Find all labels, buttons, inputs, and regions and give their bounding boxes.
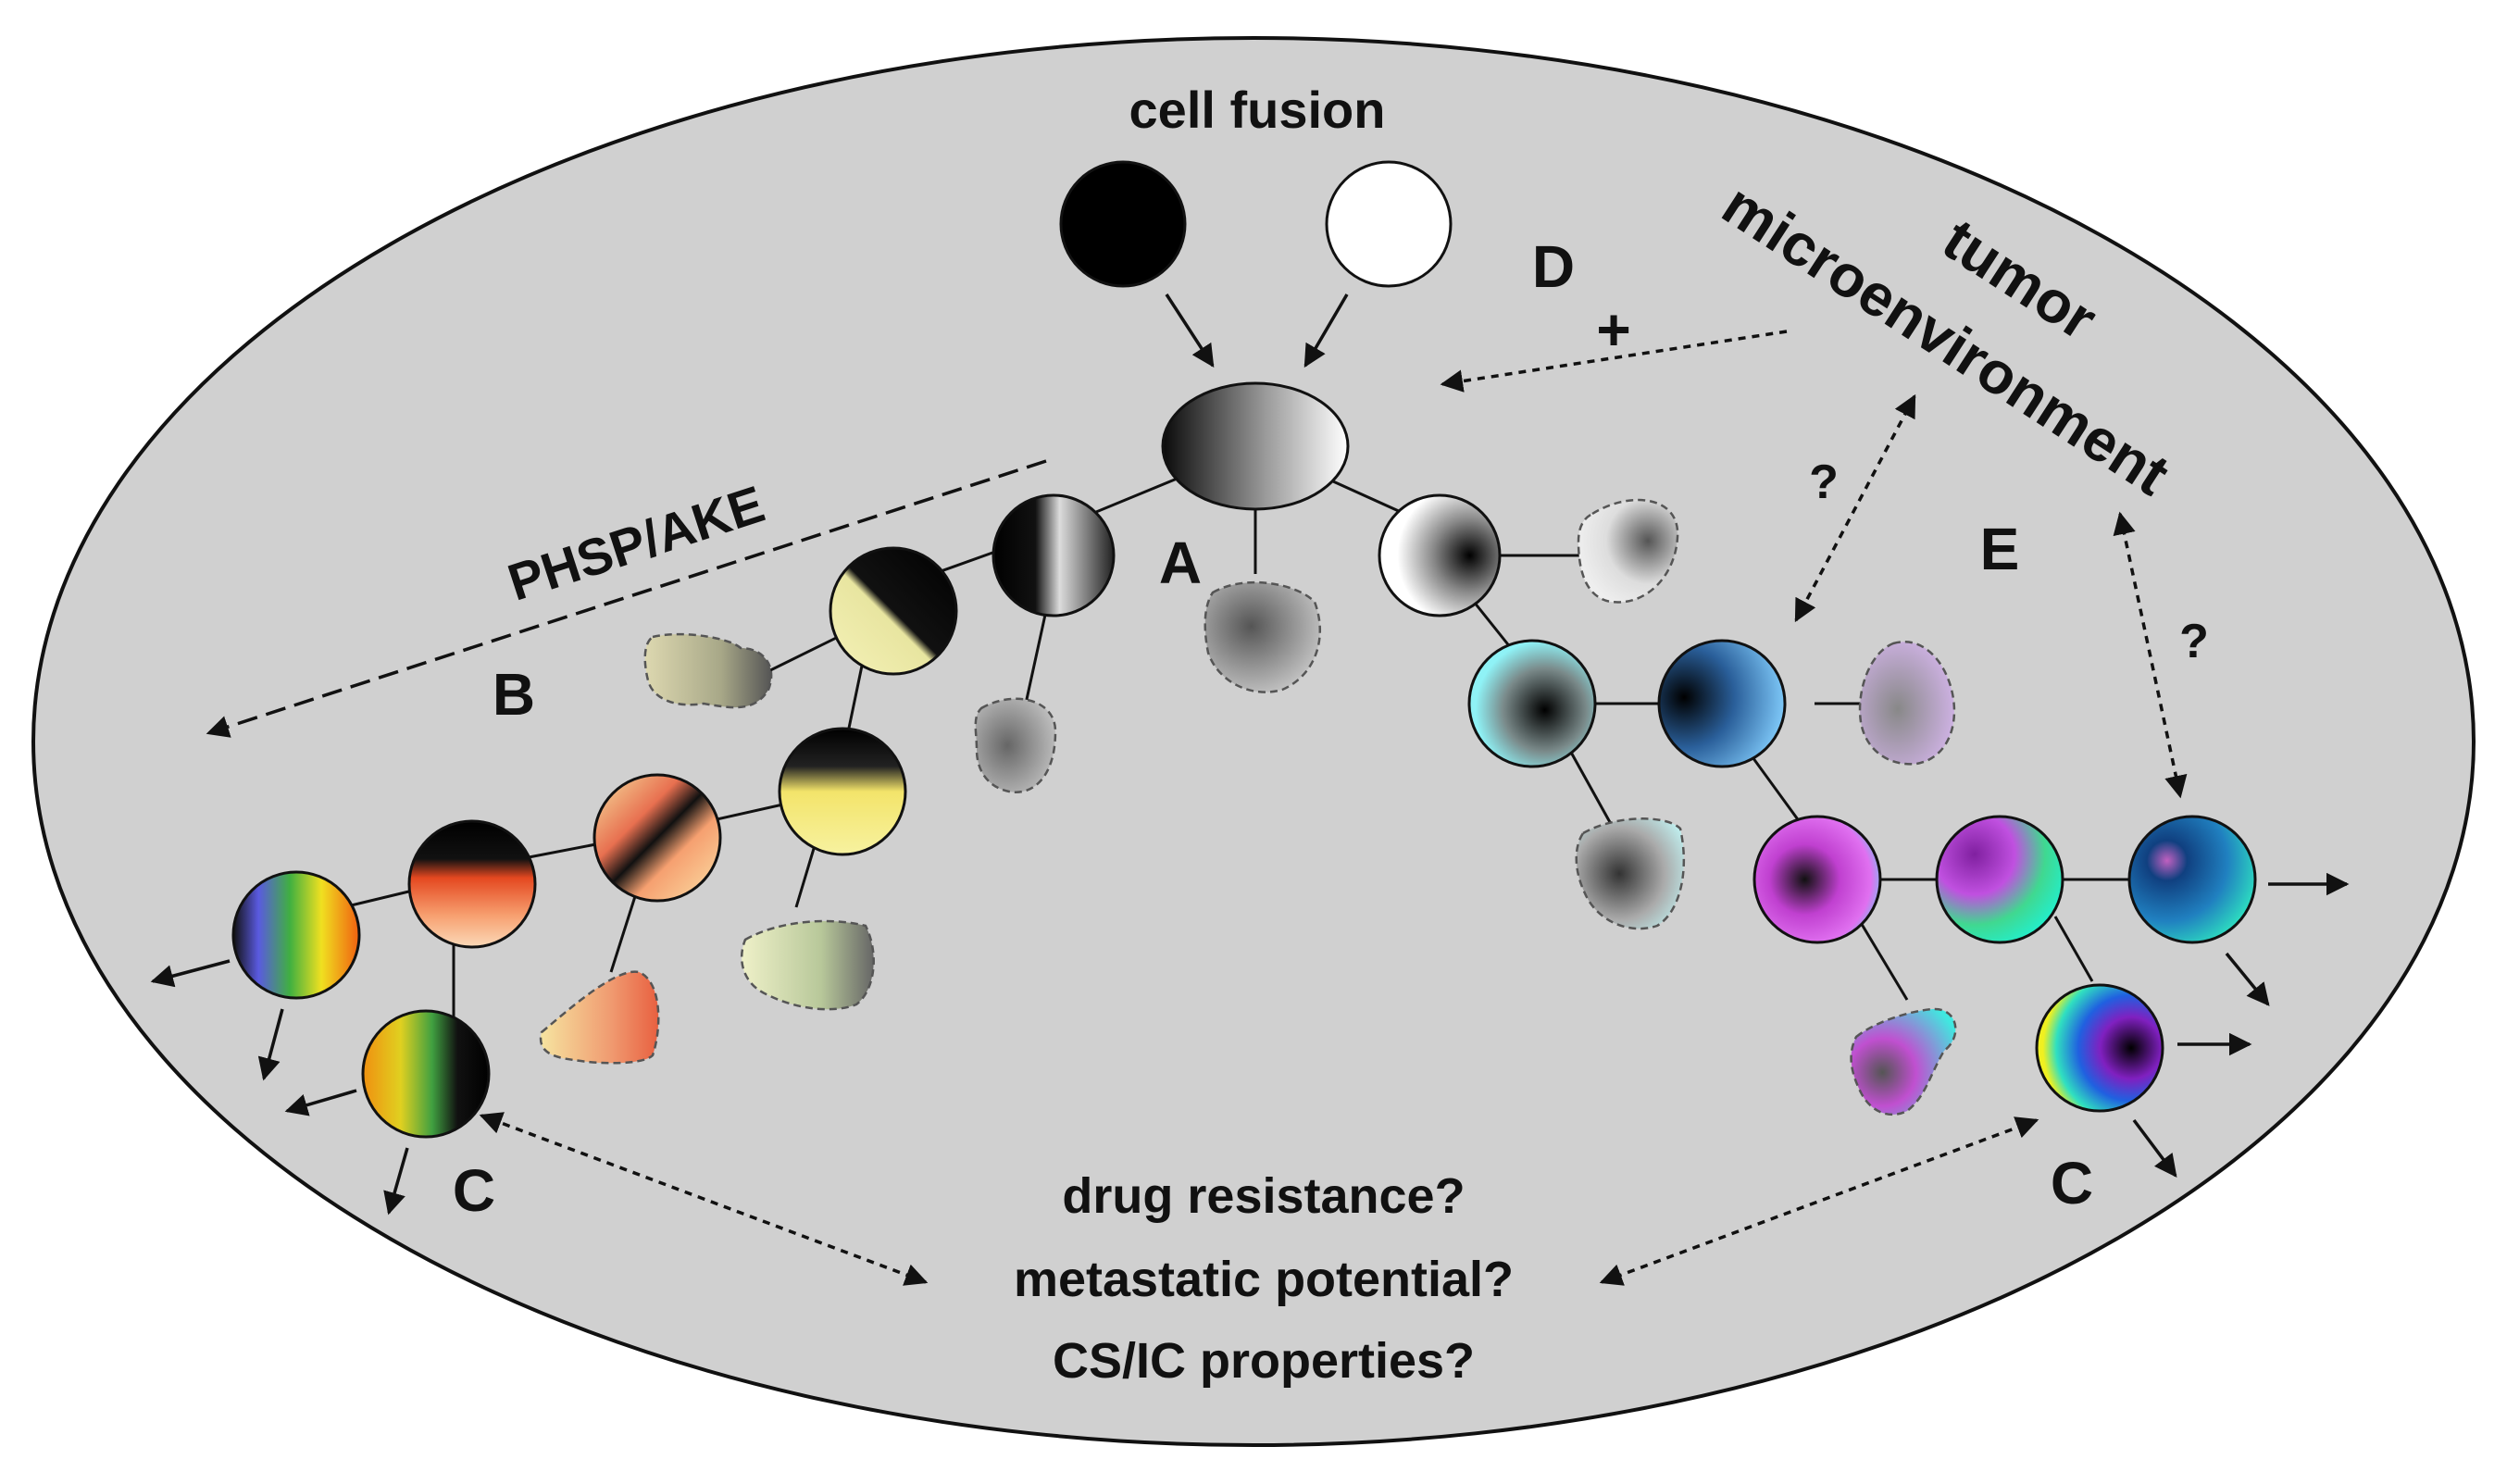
microenvironment-question-arrow-1 [1794, 393, 1916, 623]
label-b: B [493, 661, 535, 728]
label-d: D [1532, 233, 1575, 300]
cell-right-4 [1752, 815, 1882, 944]
cell-left-2 [829, 546, 958, 676]
white-parent-cell [1325, 160, 1453, 288]
satellite-cell [643, 632, 773, 709]
arrow-white-to-hybrid [1303, 293, 1349, 368]
satellite-cell [1575, 817, 1686, 930]
label-e: E [1980, 516, 2020, 582]
cell-left-4 [592, 773, 722, 903]
arrow-out [150, 959, 231, 988]
arrow-out [2225, 952, 2270, 1006]
csic-properties-label: CS/IC properties? [1053, 1333, 1475, 1389]
right-lineage-cells [1378, 493, 2257, 1113]
cell-left-7 [361, 1009, 491, 1139]
drug-resistance-label: drug resistance? [1062, 1168, 1465, 1224]
hybrid-cell [1161, 381, 1350, 511]
arrow-out [257, 1008, 284, 1081]
question-mark-2: ? [2179, 615, 2209, 668]
background-ellipse [31, 36, 2476, 1447]
cell-right-5 [1935, 815, 2064, 944]
plus-label: + [1596, 296, 1630, 363]
cell-right-3 [1657, 639, 1787, 768]
dashed-arrows [206, 330, 2188, 1286]
question-mark-1: ? [1809, 455, 1839, 509]
label-c-left: C [453, 1157, 495, 1224]
left-lineage-cells [231, 493, 1116, 1139]
metastatic-potential-label: metastatic potential? [1014, 1252, 1514, 1307]
satellite-cell [974, 697, 1057, 793]
cell-right-2 [1467, 639, 1597, 768]
arrow-out [383, 1147, 409, 1216]
cell-right-7 [2035, 983, 2164, 1113]
black-parent-cell [1059, 160, 1187, 288]
satellite-cell [539, 970, 660, 1065]
arrow-out [284, 1089, 357, 1116]
properties-to-left-clone-arrow [479, 1112, 929, 1286]
satellite-cell [1577, 498, 1679, 604]
cell-left-6 [231, 870, 361, 1000]
solid-arrows [150, 293, 2350, 1216]
label-a: A [1159, 530, 1202, 596]
cell-left-5 [407, 819, 537, 949]
cell-fusion-label: cell fusion [1129, 81, 1386, 139]
cell-left-1 [992, 493, 1116, 617]
arrow-out [2132, 1118, 2177, 1178]
cell-left-3 [778, 727, 907, 856]
satellite-cell [740, 919, 875, 1011]
cell-right-6 [2127, 815, 2257, 944]
satellite-cells [539, 498, 1957, 1116]
arrow-black-to-hybrid [1165, 293, 1215, 368]
microenvironment-to-hybrid-arrow [1440, 330, 1788, 393]
satellite-cell [1204, 580, 1322, 693]
satellite-cell [1850, 1007, 1957, 1116]
label-c-right: C [2051, 1150, 2093, 1216]
satellite-cell [1858, 641, 1956, 766]
cell-right-1 [1378, 493, 1502, 617]
microenvironment-question-arrow-2 [2113, 511, 2188, 799]
